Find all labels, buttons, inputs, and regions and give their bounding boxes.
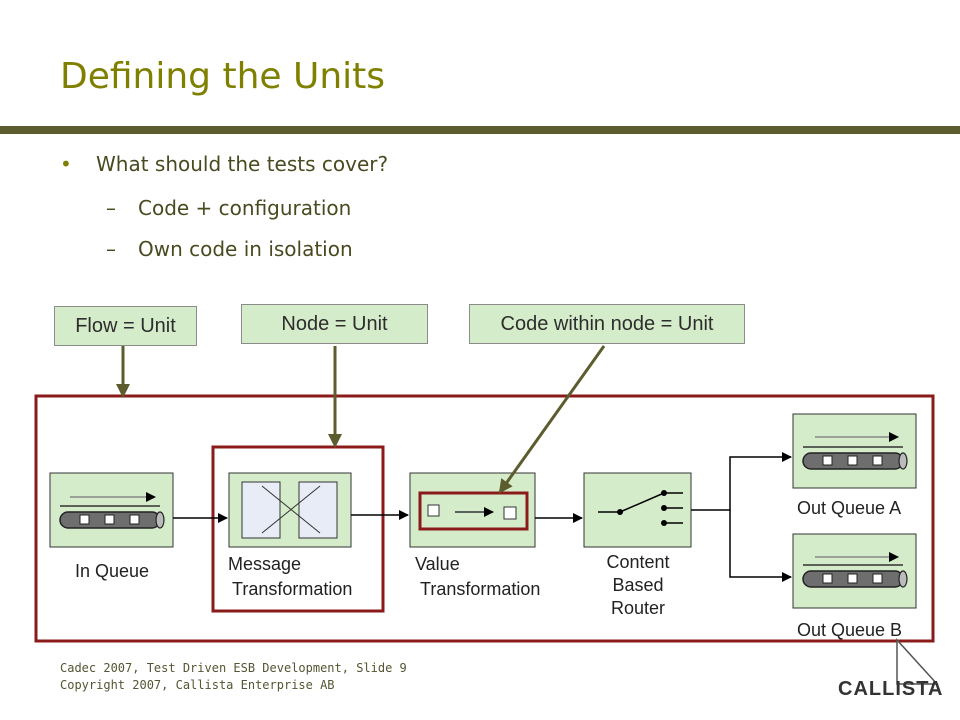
message-caption-line2: Transformation — [232, 579, 352, 599]
in-queue-caption: In Queue — [75, 561, 149, 581]
out-queue-a-node — [792, 413, 917, 489]
transform-cross-line — [261, 485, 321, 534]
flow-connector-b — [729, 510, 792, 582]
transform-left-icon — [241, 481, 281, 539]
footer-line-2: Copyright 2007, Callista Enterprise AB — [60, 678, 335, 692]
bullet-main-text: What should the tests cover? — [96, 152, 389, 176]
logo-triangle-icon — [896, 638, 939, 685]
slide-footer: Cadec 2007, Test Driven ESB Development,… — [60, 660, 407, 694]
title-divider — [0, 126, 960, 134]
bullet-sub-2-text: Own code in isolation — [138, 237, 353, 261]
router-caption-line1: Content — [606, 552, 669, 572]
code-unit-border — [418, 491, 529, 531]
router-caption-line2: Based — [612, 575, 663, 595]
flow-unit-border — [34, 394, 935, 643]
footer-line-1: Cadec 2007, Test Driven ESB Development,… — [60, 661, 407, 675]
slide-title: Defining the Units — [60, 56, 386, 97]
dash-icon: – — [106, 196, 116, 220]
code-box-icon — [503, 506, 517, 520]
flow-connector-a — [691, 452, 792, 511]
callista-logo: CALLISTA — [838, 678, 944, 700]
code-unit-label: Code within node = Unit — [469, 304, 745, 344]
node-unit-border — [211, 445, 385, 613]
transform-right-icon — [298, 481, 338, 539]
message-caption-line1: Message — [228, 554, 301, 574]
dash-icon: – — [106, 237, 116, 261]
code-box-icon — [427, 504, 440, 517]
node-unit-label: Node = Unit — [241, 304, 428, 344]
bullet-dot-icon: • — [60, 152, 72, 176]
out-queue-a-caption: Out Queue A — [797, 498, 901, 518]
content-based-router-node — [583, 472, 692, 548]
bullet-sub-1-text: Code + configuration — [138, 196, 352, 220]
out-queue-b-caption: Out Queue B — [797, 620, 902, 640]
in-queue-node — [49, 472, 174, 548]
flow-unit-label: Flow = Unit — [54, 306, 197, 346]
value-caption-line1: Value — [415, 554, 460, 574]
code-label-pointer — [498, 345, 606, 494]
router-caption-line3: Router — [611, 598, 665, 618]
value-caption-line2: Transformation — [420, 579, 540, 599]
